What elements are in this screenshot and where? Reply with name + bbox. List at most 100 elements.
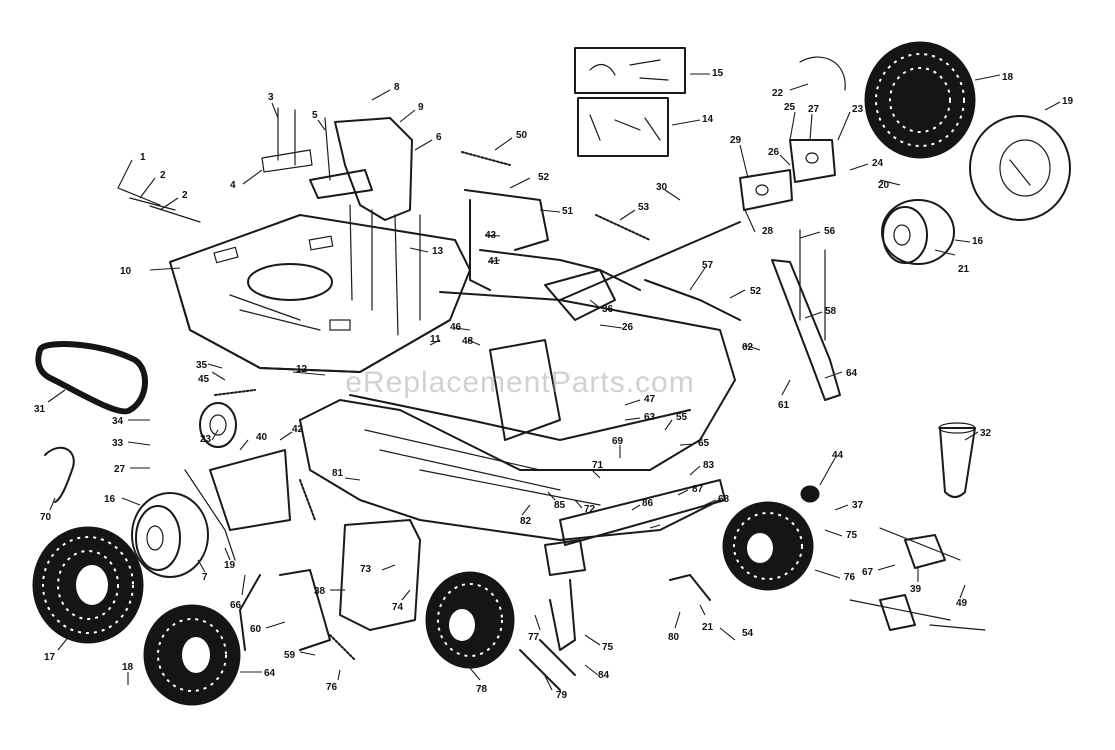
steering-shaft (464, 189, 741, 321)
callout: 66 (230, 600, 242, 611)
tire-tube (969, 115, 1071, 221)
callout: 47 (644, 394, 656, 405)
callout: 18 (1002, 72, 1014, 83)
callout: 72 (584, 504, 596, 515)
callout: 76 (326, 682, 338, 693)
callout: 31 (34, 404, 46, 415)
callout: 1 (140, 152, 146, 163)
front-axle (519, 479, 726, 691)
clip-pack-15 (574, 47, 686, 94)
callout: 68 (718, 494, 730, 505)
callout: 19 (224, 560, 236, 571)
callout: 80 (668, 632, 680, 643)
callout: 37 (852, 500, 864, 511)
callout: 50 (516, 130, 528, 141)
callout: 18 (122, 662, 134, 673)
callout: 63 (644, 412, 656, 423)
callout: 14 (702, 114, 714, 125)
frame-pan (169, 214, 471, 373)
callout: 13 (432, 246, 444, 257)
callout: 86 (642, 498, 654, 509)
frame-bolts (117, 107, 421, 336)
callout: 79 (556, 690, 568, 701)
retaining-clip (44, 446, 75, 503)
callouts: 1 2 2 10 3 4 5 8 9 6 12 13 50 52 51 43 4… (34, 68, 1074, 701)
callout: 39 (910, 584, 922, 595)
callout: 62 (742, 342, 754, 353)
rear-tire-left (143, 604, 241, 706)
callout: 26 (768, 147, 780, 158)
callout: 48 (462, 336, 474, 347)
callout: 65 (698, 438, 710, 449)
callout: 35 (196, 360, 208, 371)
callout: 40 (256, 432, 268, 443)
front-tire-center (425, 571, 515, 669)
callout: 26 (622, 322, 634, 333)
callout: 54 (742, 628, 754, 639)
callout: 61 (778, 400, 790, 411)
callout: 16 (972, 236, 984, 247)
rear-tire-left-tread (32, 526, 144, 644)
callout: 2 (182, 190, 188, 201)
chassis (299, 249, 736, 541)
callout: 67 (862, 567, 874, 578)
callout: 55 (676, 412, 688, 423)
callout: 9 (418, 102, 424, 113)
callout: 22 (772, 88, 784, 99)
callout: 57 (702, 260, 714, 271)
callout: 30 (656, 182, 668, 193)
callout: 27 (808, 104, 820, 115)
callout: 85 (554, 500, 566, 511)
steering-arm (644, 229, 841, 401)
callout: 34 (112, 416, 124, 427)
callout: 6 (436, 132, 442, 143)
callout: 83 (703, 460, 715, 471)
drive-belt (35, 341, 149, 415)
callout: 24 (872, 158, 884, 169)
callout: 64 (846, 368, 858, 379)
callout: 45 (198, 374, 210, 385)
callout: 17 (44, 652, 56, 663)
callout: 82 (520, 516, 532, 527)
callout: 33 (112, 438, 124, 449)
callout: 3 (268, 92, 274, 103)
rear-tire-right (864, 41, 976, 159)
callout: 87 (692, 484, 704, 495)
callout: 69 (612, 436, 624, 447)
callout: 21 (702, 622, 714, 633)
watermark-text: eReplacementParts.com (345, 366, 694, 399)
callout: 32 (980, 428, 992, 439)
callout: 23 (200, 434, 212, 445)
callout: 25 (784, 102, 796, 113)
callout: 52 (538, 172, 550, 183)
callout: 15 (712, 68, 724, 79)
callout: 81 (332, 468, 344, 479)
callout: 10 (120, 266, 132, 277)
callout: 53 (638, 202, 650, 213)
callout: 76 (844, 572, 856, 583)
callout: 84 (598, 670, 610, 681)
callout: 8 (394, 82, 400, 93)
callout: 20 (878, 180, 890, 191)
callout: 75 (602, 642, 614, 653)
callout: 71 (592, 460, 604, 471)
callout: 60 (250, 624, 262, 635)
front-tire-right (722, 501, 814, 591)
callout: 38 (314, 586, 326, 597)
callout: 78 (476, 684, 488, 695)
callout: 2 (160, 170, 166, 181)
rim-left (131, 492, 209, 578)
callout: 12 (296, 364, 308, 375)
callout: 73 (360, 564, 372, 575)
callout: 51 (562, 206, 574, 217)
callout: 43 (485, 230, 497, 241)
callout: 4 (230, 180, 236, 191)
callout: 56 (824, 226, 836, 237)
callout: 29 (730, 135, 742, 146)
springs (214, 151, 651, 661)
callout: 58 (825, 306, 837, 317)
callout: 64 (264, 668, 276, 679)
callout: 59 (284, 650, 296, 661)
pulley (199, 402, 237, 448)
